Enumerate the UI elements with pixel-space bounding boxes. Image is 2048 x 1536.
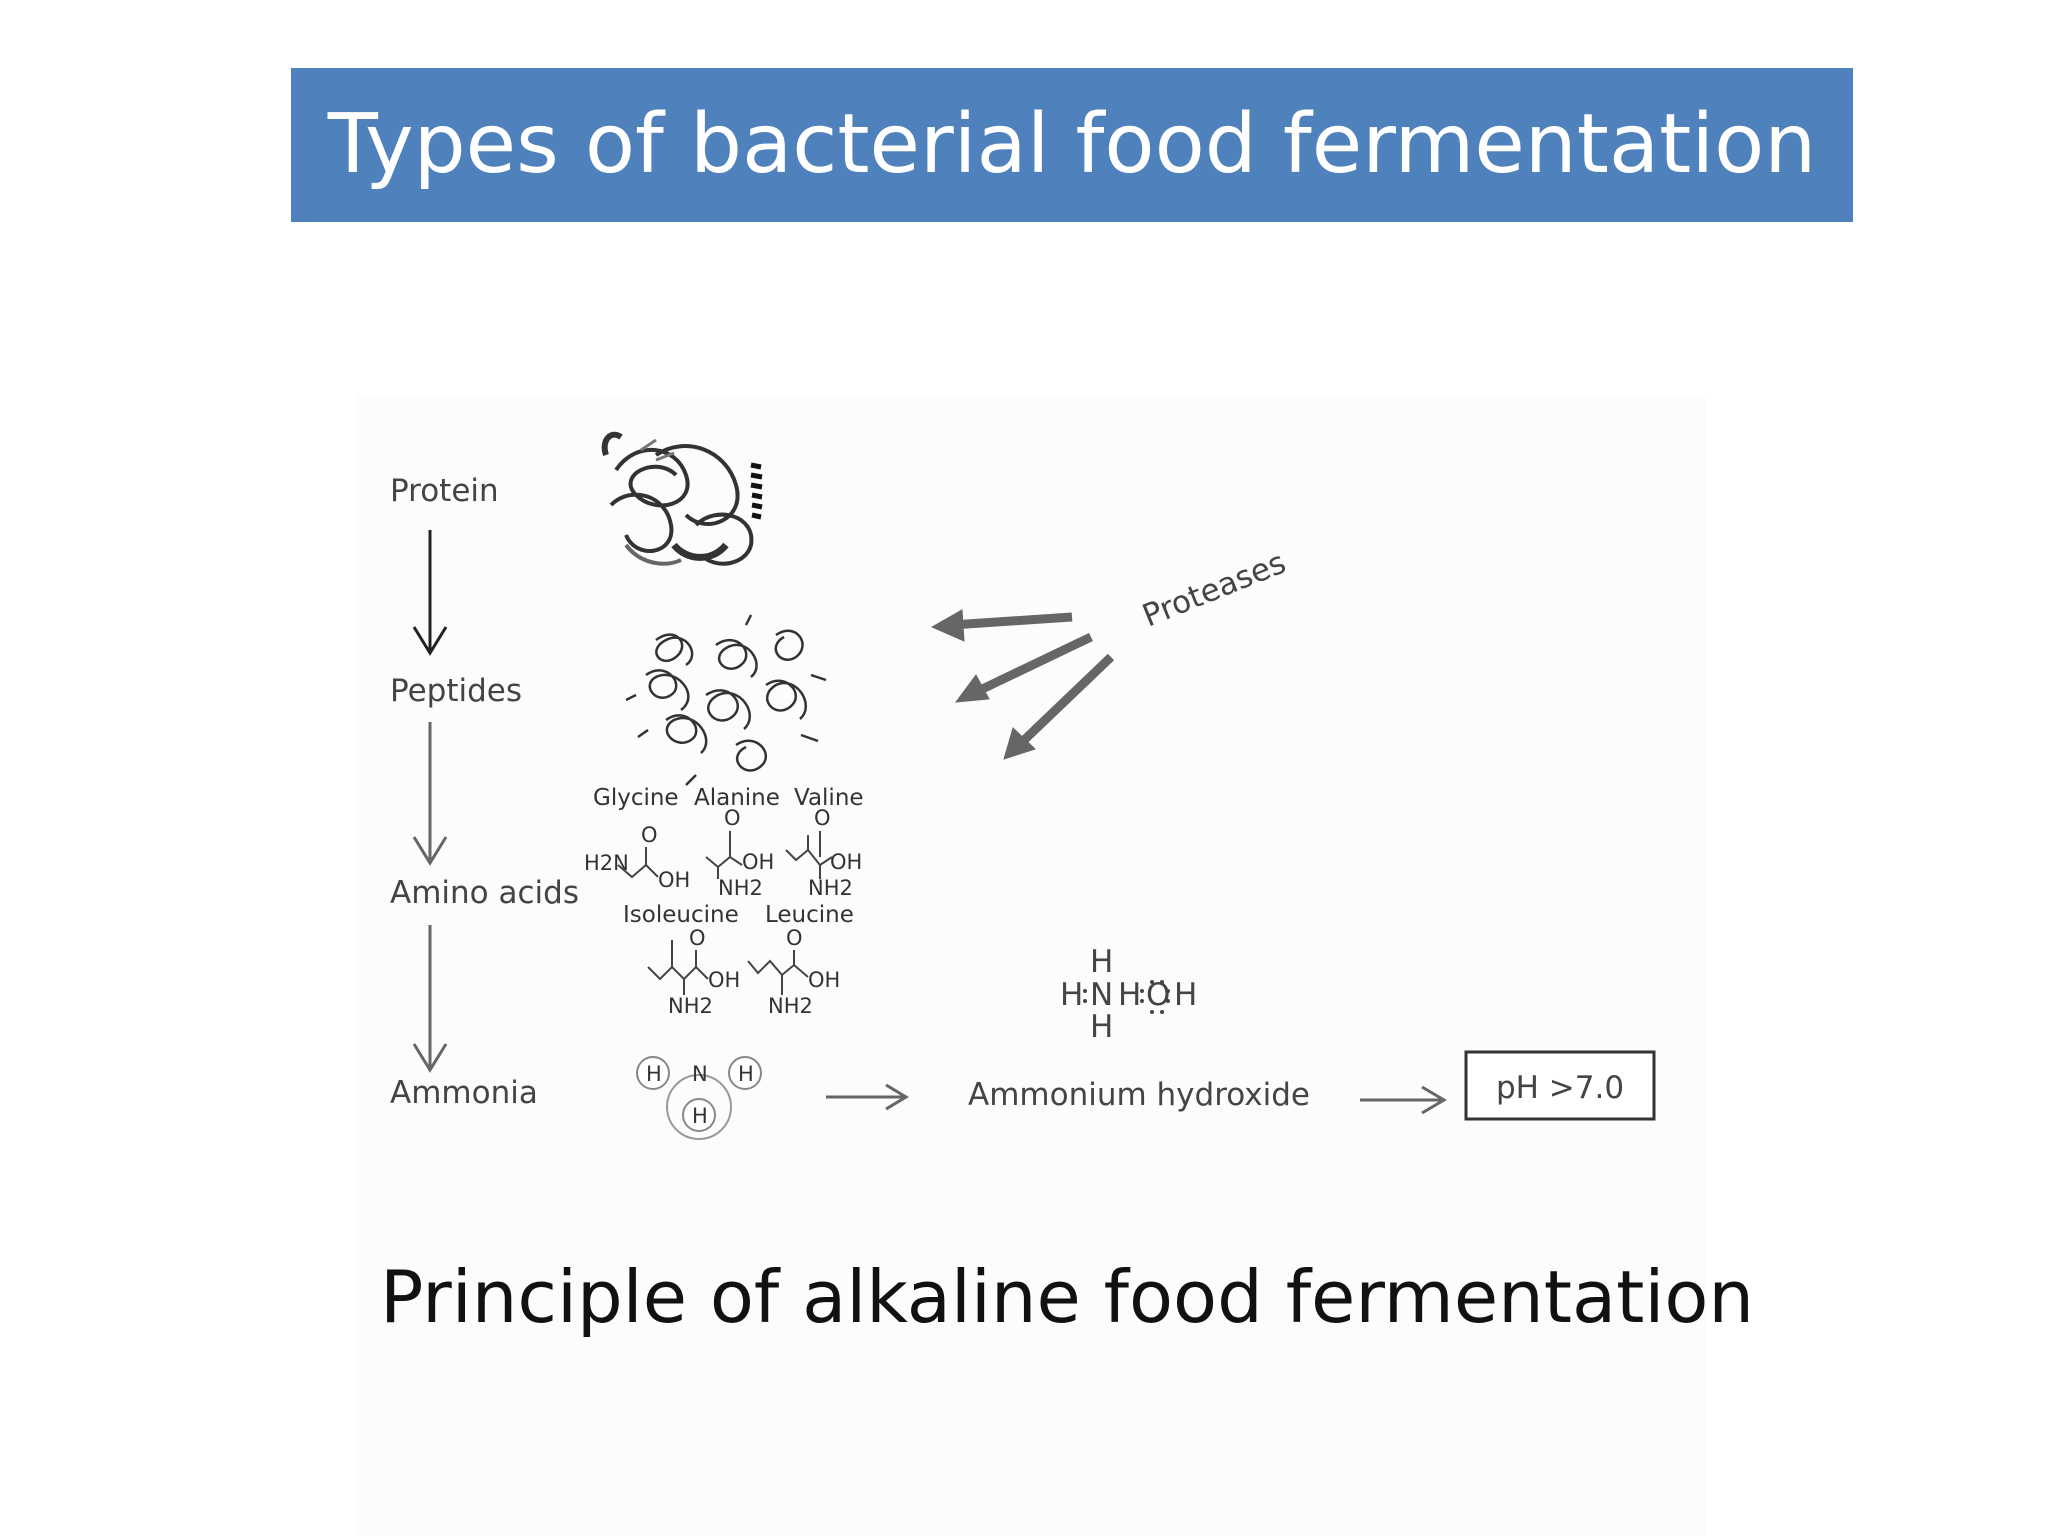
- svg-text:NH2: NH2: [808, 876, 853, 900]
- protein-structure-illustration: [601, 431, 763, 566]
- svg-text:O: O: [724, 806, 741, 830]
- svg-text:OH: OH: [708, 968, 740, 992]
- amino-acid-alanine: Alanine: [694, 785, 780, 811]
- stage-arrow-3: [412, 925, 448, 1073]
- svg-text:NH2: NH2: [668, 994, 713, 1018]
- svg-text:O: O: [641, 823, 658, 847]
- leucine-structure: O OH NH2: [747, 926, 840, 1018]
- svg-text:O: O: [1146, 977, 1170, 1013]
- stage-amino-acids: Amino acids: [390, 875, 579, 911]
- svg-text:H: H: [1090, 944, 1113, 980]
- amino-acid-isoleucine: Isoleucine: [623, 902, 739, 928]
- svg-text:NH2: NH2: [718, 876, 763, 900]
- svg-text:O: O: [689, 926, 706, 950]
- isoleucine-structure: O OH NH2: [647, 926, 740, 1018]
- amino-acid-leucine: Leucine: [765, 902, 854, 928]
- stage-arrow-2: [412, 722, 448, 866]
- diagram-panel: Protein Peptides Amino acids Ammonia: [356, 395, 1706, 1536]
- svg-text:H2N: H2N: [584, 851, 629, 875]
- svg-text:H: H: [692, 1104, 708, 1128]
- glycine-structure: H2N O OH: [584, 823, 690, 892]
- peptides-illustration: [625, 614, 827, 786]
- valine-structure: O OH NH2: [785, 806, 862, 900]
- svg-text:H: H: [1118, 977, 1141, 1013]
- ammonia-molecule: H H H N: [636, 1056, 762, 1140]
- svg-text:OH: OH: [808, 968, 840, 992]
- svg-text:N: N: [692, 1062, 708, 1086]
- svg-text:OH: OH: [742, 850, 774, 874]
- svg-text:H: H: [1174, 977, 1197, 1013]
- proteases-label: Proteases: [1138, 545, 1291, 635]
- stage-ammonia: Ammonia: [390, 1075, 538, 1111]
- stage-arrow-1: [412, 530, 448, 656]
- svg-text:O: O: [814, 806, 831, 830]
- svg-text:N: N: [1090, 977, 1113, 1013]
- stage-peptides: Peptides: [390, 673, 522, 709]
- ammonium-hydroxide-label: Ammonium hydroxide: [968, 1077, 1310, 1113]
- ph-box: [1464, 1050, 1656, 1121]
- svg-text:H: H: [646, 1062, 662, 1086]
- ph-result: pH >7.0: [1496, 1070, 1624, 1106]
- diagram-caption: Principle of alkaline food fermentation: [380, 1255, 1755, 1339]
- proteases-arrows: [930, 609, 1115, 760]
- svg-text:NH2: NH2: [768, 994, 813, 1018]
- fermentation-diagram: Protein Peptides Amino acids Ammonia: [390, 431, 1656, 1140]
- svg-text:OH: OH: [830, 850, 862, 874]
- arrow-to-ph: [1360, 1085, 1447, 1115]
- ammonium-hydroxide-formula: H H N H O H H: [1060, 944, 1197, 1045]
- svg-text:H: H: [1090, 1009, 1113, 1045]
- stage-protein: Protein: [390, 473, 499, 509]
- slide-title: Types of bacterial food fermentation: [327, 97, 1817, 192]
- svg-text:O: O: [786, 926, 803, 950]
- svg-text:H: H: [738, 1062, 754, 1086]
- title-bar: Types of bacterial food fermentation: [291, 68, 1853, 222]
- alanine-structure: O OH NH2: [705, 806, 774, 900]
- amino-acid-glycine: Glycine: [593, 785, 679, 811]
- arrow-to-ammonium-hydroxide: [826, 1083, 909, 1111]
- amino-acid-valine: Valine: [794, 785, 864, 811]
- svg-text:OH: OH: [658, 868, 690, 892]
- svg-text:H: H: [1060, 977, 1083, 1013]
